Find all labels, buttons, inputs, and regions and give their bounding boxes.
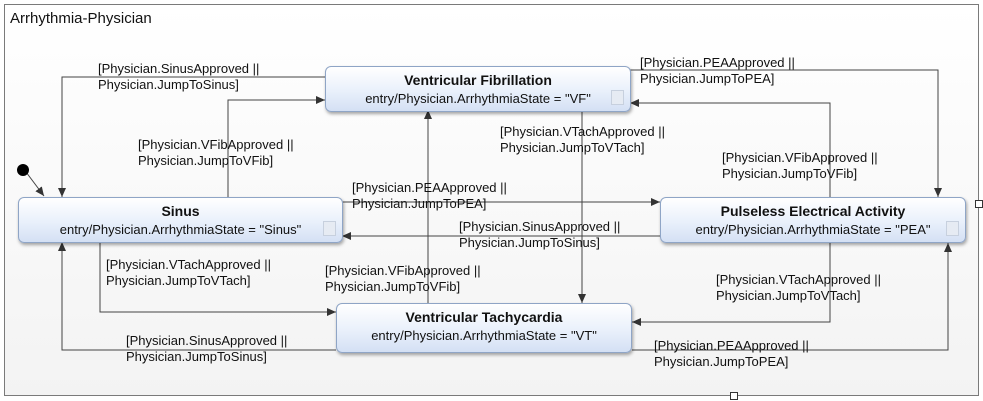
transition-label-pea-to-vt[interactable]: [Physician.VTachApproved || Physician.Ju… [716, 272, 882, 303]
state-sinus[interactable]: Sinus entry/Physician.ArrhythmiaState = … [18, 197, 343, 243]
state-ventricular-fibrillation[interactable]: Ventricular Fibrillation entry/Physician… [325, 66, 631, 112]
state-entry-action: entry/Physician.ArrhythmiaState = "VT" [371, 328, 597, 343]
arrow-sinus-to-vf [227, 96, 325, 197]
transition-label-vt-to-pea[interactable]: [Physician.PEAApproved || Physician.Jump… [654, 338, 809, 369]
arrow-vt-to-sinus [58, 242, 336, 351]
transition-label-vf-to-vt[interactable]: [Physician.VTachApproved || Physician.Ju… [500, 124, 666, 155]
transition-label-sinus-to-vt[interactable]: [Physician.VTachApproved || Physician.Ju… [106, 257, 272, 288]
chart-title: Arrhythmia-Physician [10, 10, 152, 27]
transition-label-vt-to-vf[interactable]: [Physician.VFibApproved || Physician.Jum… [325, 263, 481, 294]
arrow-vf-to-sinus [58, 76, 325, 197]
arrow-sinus-to-vt [99, 242, 336, 316]
state-handle-icon [323, 221, 336, 236]
state-ventricular-tachycardia[interactable]: Ventricular Tachycardia entry/Physician.… [336, 303, 632, 353]
arrow-pea-to-vt [632, 243, 831, 326]
state-entry-action: entry/Physician.ArrhythmiaState = "Sinus… [59, 222, 302, 237]
state-entry-action: entry/Physician.ArrhythmiaState = "PEA" [695, 222, 931, 237]
arrow-vf-to-pea [630, 69, 942, 197]
frame-resize-handle[interactable] [975, 200, 983, 208]
state-name: Ventricular Tachycardia [405, 309, 563, 325]
transition-label-pea-to-vf[interactable]: [Physician.VFibApproved || Physician.Jum… [722, 150, 878, 181]
transition-label-sinus-to-vf[interactable]: [Physician.VFibApproved || Physician.Jum… [138, 137, 294, 168]
arrow-vt-to-pea [632, 243, 952, 351]
transition-label-pea-to-sinus[interactable]: [Physician.SinusApproved || Physician.Ju… [459, 219, 621, 250]
frame-resize-handle[interactable] [730, 392, 738, 400]
initial-state-dot [17, 164, 29, 176]
transition-label-vt-to-sinus[interactable]: [Physician.SinusApproved || Physician.Ju… [126, 333, 288, 364]
state-handle-icon [611, 90, 624, 105]
state-name: Sinus [161, 203, 200, 219]
state-entry-action: entry/Physician.ArrhythmiaState = "VF" [365, 91, 591, 106]
transition-label-vf-to-pea[interactable]: [Physician.PEAApproved || Physician.Jump… [640, 55, 795, 86]
arrow-pea-to-vf [630, 99, 831, 197]
state-handle-icon [946, 221, 959, 236]
transition-label-vf-to-sinus[interactable]: [Physician.SinusApproved || Physician.Ju… [98, 61, 260, 92]
state-pulseless-electrical-activity[interactable]: Pulseless Electrical Activity entry/Phys… [660, 197, 966, 243]
state-name: Pulseless Electrical Activity [720, 203, 906, 219]
transition-label-sinus-to-pea[interactable]: [Physician.PEAApproved || Physician.Jump… [352, 180, 507, 211]
initial-transition [25, 171, 45, 197]
state-name: Ventricular Fibrillation [404, 72, 552, 88]
